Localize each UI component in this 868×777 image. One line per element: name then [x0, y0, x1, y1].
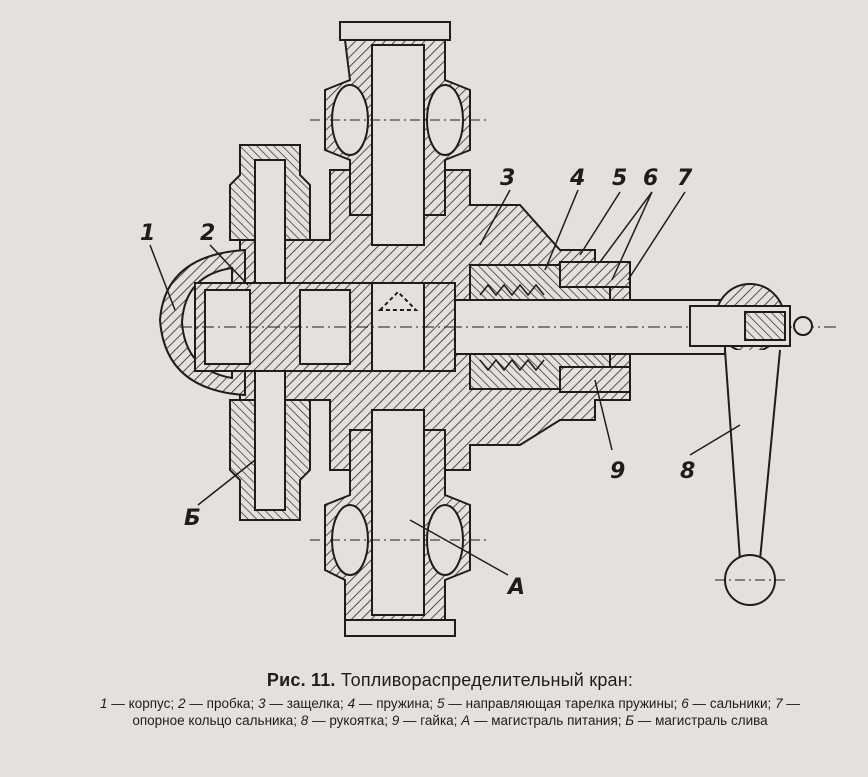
shaft-spring-assembly — [450, 261, 840, 393]
legend-text: защелка — [286, 696, 340, 711]
legend-key: 5 — [436, 696, 445, 711]
legend-item: 6 — сальники; — [681, 696, 776, 711]
callout-A: А — [506, 575, 525, 600]
legend-text: рукоятка — [329, 713, 385, 728]
figure-title: Топливораспределительный кран: — [340, 670, 634, 690]
callout-3: 3 — [500, 166, 515, 191]
legend-text: гайка — [420, 713, 454, 728]
legend-item: 4 — пружина; — [347, 696, 437, 711]
callout-8: 8 — [680, 459, 695, 484]
upper-fitting — [310, 21, 490, 246]
legend-text: направляющая тарелка пружины — [465, 696, 674, 711]
legend-item: Б — магистраль слива — [625, 713, 768, 728]
lower-fitting — [310, 409, 490, 637]
drain-fittings — [229, 144, 311, 521]
legend-key: 4 — [347, 696, 356, 711]
plug-rotor — [180, 282, 470, 372]
legend-key: А — [461, 713, 471, 728]
legend-text: пружина — [376, 696, 430, 711]
legend-item: 7 — опорное кольцо сальника; — [132, 696, 800, 728]
handle — [689, 283, 813, 606]
legend-key: 6 — [681, 696, 689, 711]
legend-key: 3 — [258, 696, 266, 711]
callout-B: Б — [184, 506, 201, 531]
legend-item: 2 — пробка; — [177, 696, 259, 711]
legend-text: сальники — [709, 696, 768, 711]
callout-7: 7 — [677, 166, 693, 191]
caption-title-line: Рис. 11. Топливораспределительный кран: — [60, 670, 840, 691]
legend-key: Б — [625, 713, 635, 728]
legend-item: 8 — рукоятка; — [300, 713, 392, 728]
leader-lines — [149, 189, 741, 576]
legend-key: 2 — [177, 696, 186, 711]
legend-key: 7 — [775, 696, 783, 711]
legend-text: корпус — [128, 696, 171, 711]
figure-caption: Рис. 11. Топливораспределительный кран: … — [60, 670, 840, 729]
legend-key: 9 — [391, 713, 400, 728]
callout-4: 4 — [569, 166, 585, 191]
legend-item: 9 — гайка; — [391, 713, 462, 728]
callout-1: 1 — [140, 221, 155, 246]
caption-legend: 1 — корпус; 2 — пробка; 3 — защелка; 4 —… — [100, 695, 800, 729]
legend-item: 3 — защелка; — [258, 696, 348, 711]
callout-2: 2 — [200, 221, 215, 246]
legend-text: пробка — [206, 696, 251, 711]
legend-item: 1 — корпус; — [100, 696, 178, 711]
legend-item: А — магистраль питания; — [461, 713, 626, 728]
callout-9: 9 — [610, 459, 625, 484]
callout-6: 6 — [643, 166, 658, 191]
callout-5: 5 — [612, 166, 627, 191]
legend-key: 8 — [300, 713, 309, 728]
legend-item: 5 — направляющая тарелка пружины; — [436, 696, 682, 711]
valve-cross-section-drawing: 1 2 3 4 5 6 7 8 9 А Б — [140, 21, 840, 637]
legend-text: магистраль слива — [655, 713, 768, 728]
legend-text: опорное кольцо сальника — [132, 713, 294, 728]
legend-text: магистраль питания — [491, 713, 618, 728]
figure-number: Рис. 11. — [266, 670, 336, 690]
legend-key: 1 — [100, 696, 108, 711]
